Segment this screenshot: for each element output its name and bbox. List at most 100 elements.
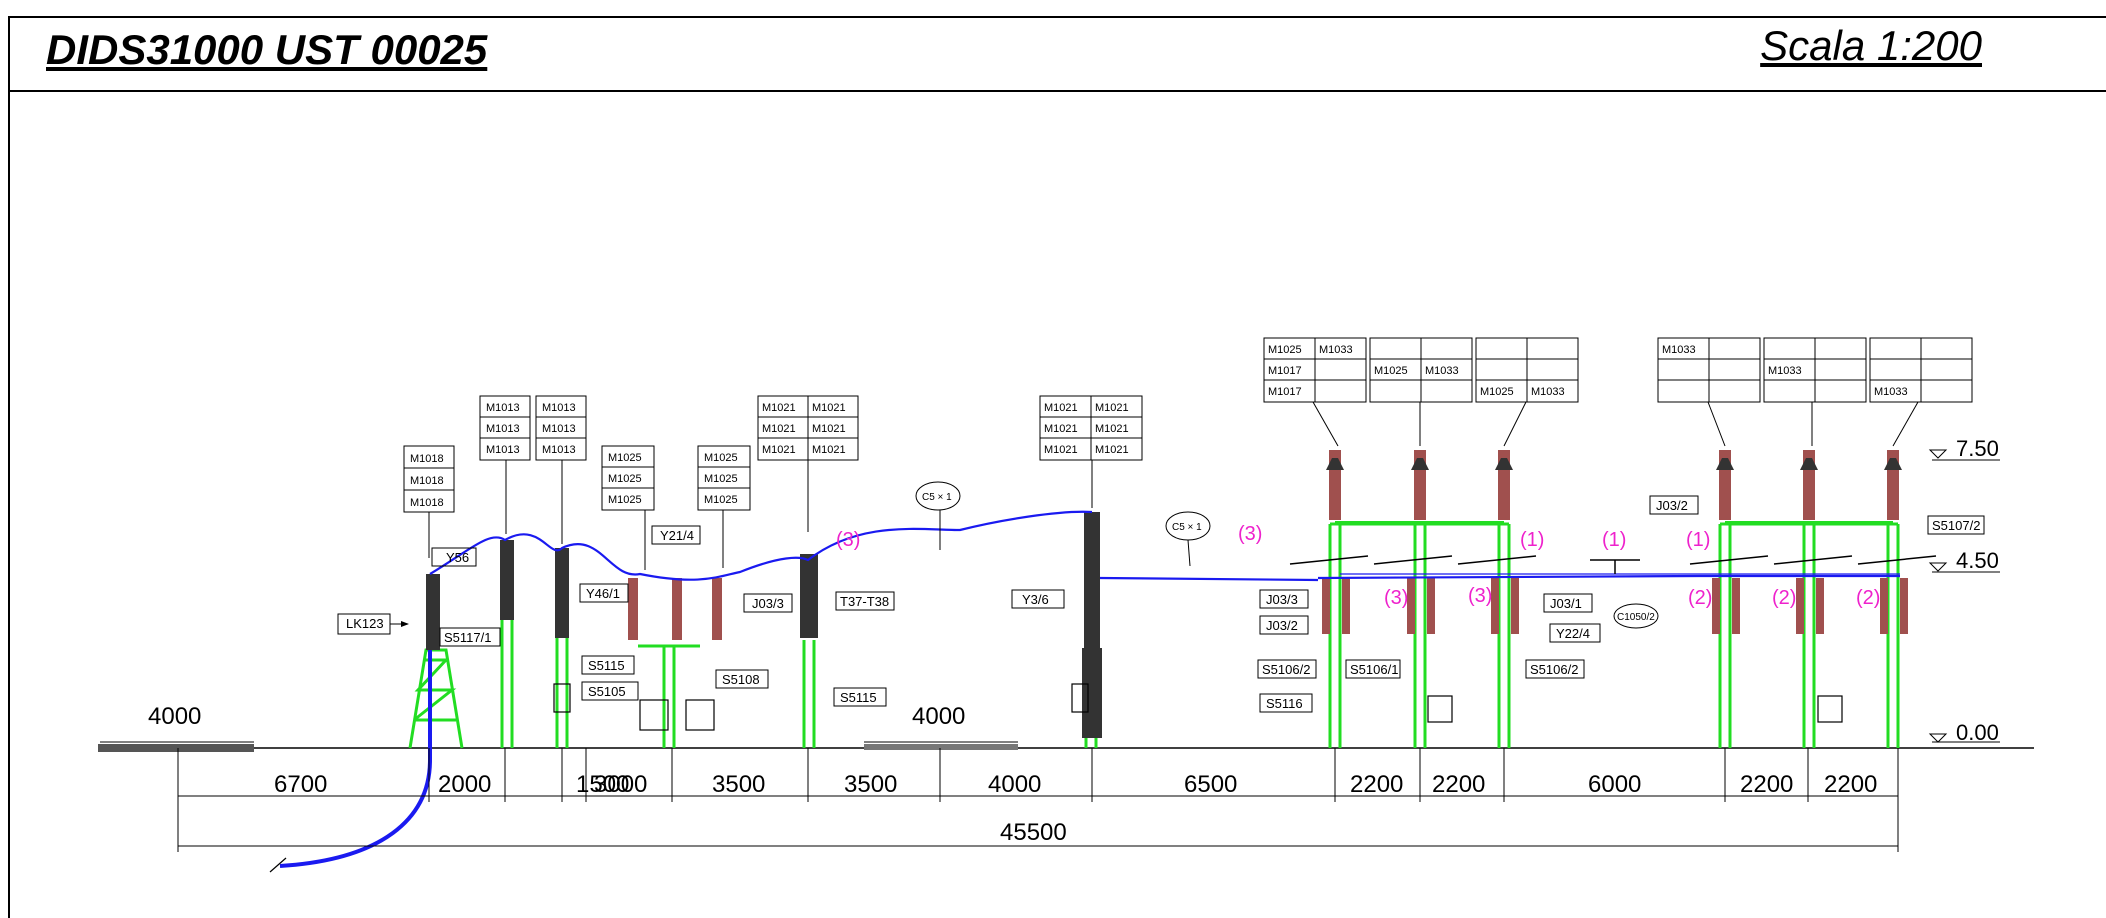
table3-cell-2: M1013: [542, 423, 576, 435]
label-s5106-2-b: S5106/2: [1530, 662, 1578, 677]
ground-pad-mid: [864, 744, 1018, 750]
label-j03-3-b: J03/3: [1266, 592, 1298, 607]
table2-cell-3: M1013: [486, 444, 520, 456]
level-7-50: 7.50: [1956, 436, 1999, 461]
table3-cell-1: M1013: [542, 402, 576, 414]
upper-crossbar: [1335, 521, 1893, 525]
label-c5-a: C5 × 1: [922, 492, 952, 503]
table2-cell-2: M1013: [486, 423, 520, 435]
table5-cell-1: M1025: [704, 452, 738, 464]
dim-2200-c: 2200: [1740, 771, 1793, 798]
label-s5106-1: S5106/1: [1350, 662, 1398, 677]
dim-2000: 2000: [438, 771, 491, 798]
drawing-code-title: DIDS31000 UST 00025: [46, 26, 488, 73]
table3-cell-3: M1013: [542, 444, 576, 456]
label-j03-3-a: J03/3: [752, 596, 784, 611]
table4-cell-2: M1025: [608, 473, 642, 485]
label-s5117-1: S5117/1: [444, 630, 491, 645]
marker-3-b: (3): [1238, 523, 1262, 545]
dim-1500: 1500: [576, 771, 629, 798]
table4-cell-3: M1025: [608, 494, 642, 506]
marker-2-b: (2): [1772, 587, 1796, 609]
table-r2-cell-4: M1033: [1425, 365, 1459, 377]
level-4-50: 4.50: [1956, 548, 1999, 573]
table7b-cell-1: M1021: [1095, 402, 1129, 414]
equipment-columns: [426, 512, 1102, 738]
label-s5108: S5108: [722, 672, 760, 687]
label-y21-4: Y21/4: [660, 528, 694, 543]
table7b-cell-3: M1021: [1095, 444, 1129, 456]
label-s5116: S5116: [1266, 696, 1303, 711]
support-structures-right: [1328, 522, 1900, 748]
marker-3-a: (3): [836, 529, 860, 551]
tables-left: M1018 M1018 M1018 M1013 M1013 M1013 M101…: [403, 395, 1143, 513]
table7a-cell-1: M1021: [1044, 402, 1078, 414]
table-r1-cell-1: M1025: [1268, 344, 1302, 356]
table-r1-cell-3: M1017: [1268, 365, 1302, 377]
table-r2-cell-3: M1025: [1374, 365, 1408, 377]
marker-3-d: (3): [1468, 585, 1492, 607]
label-j03-1: J03/1: [1550, 596, 1582, 611]
switch-arms: [1289, 555, 1937, 574]
table-r1-cell-5: M1017: [1268, 386, 1302, 398]
table-r3-cell-5: M1025: [1480, 386, 1514, 398]
table7a-cell-3: M1021: [1044, 444, 1078, 456]
table6b-cell-1: M1021: [812, 402, 846, 414]
dim-2200-b: 2200: [1432, 771, 1485, 798]
tables-right: M1025 M1033 M1017 M1017 M1025 M1033 M102…: [1263, 337, 1973, 403]
table5-cell-3: M1025: [704, 494, 738, 506]
marker-2-c: (2): [1856, 587, 1880, 609]
scale-label: Scala 1:200: [1760, 22, 1982, 69]
label-j03-2-a: J03/2: [1266, 618, 1298, 633]
table6a-cell-3: M1021: [762, 444, 796, 456]
label-s5115-a: S5115: [588, 658, 625, 673]
label-c1050-2: C1050/2: [1617, 612, 1655, 623]
dim-6000: 6000: [1588, 771, 1641, 798]
table7b-cell-2: M1021: [1095, 423, 1129, 435]
frame-border-left: [8, 92, 10, 918]
table-r5-cell-3: M1033: [1768, 365, 1802, 377]
table-r1-cell-2: M1033: [1319, 344, 1353, 356]
ground-pad-left: [98, 744, 254, 752]
dim-2200-d: 2200: [1824, 771, 1877, 798]
dimension-lines: [100, 741, 1899, 852]
table-r4-cell-1: M1033: [1662, 344, 1696, 356]
label-y56: Y56: [446, 550, 469, 565]
table-r6-cell-5: M1033: [1874, 386, 1908, 398]
label-s5115-b: S5115: [840, 690, 877, 705]
cable-cut-mark: [269, 857, 287, 873]
label-y46-1: Y46/1: [586, 586, 620, 601]
label-y22-4: Y22/4: [1556, 626, 1590, 641]
label-s5105: S5105: [588, 684, 626, 699]
dim-3500-a: 3500: [712, 771, 765, 798]
table1-cell-1: M1018: [410, 453, 444, 465]
marker-2-a: (2): [1688, 587, 1712, 609]
level-marks: [1928, 449, 2000, 743]
table-pointers: [428, 401, 1919, 570]
table5-cell-2: M1025: [704, 473, 738, 485]
dim-4000: 4000: [988, 771, 1041, 798]
dim-6500: 6500: [1184, 771, 1237, 798]
dim-side-mid-4000: 4000: [912, 703, 965, 730]
label-c5-b: C5 × 1: [1172, 522, 1202, 533]
table2-cell-1: M1013: [486, 402, 520, 414]
table7a-cell-2: M1021: [1044, 423, 1078, 435]
label-s5107-2: S5107/2: [1932, 518, 1980, 533]
label-j03-2-b: J03/2: [1656, 498, 1688, 513]
marker-1-a: (1): [1520, 529, 1544, 551]
dim-3000: 3000: [594, 771, 647, 798]
marker-3-c: (3): [1384, 587, 1408, 609]
dim-total-45500: 45500: [1000, 819, 1067, 846]
table1-cell-3: M1018: [410, 497, 444, 509]
insulator-stacks: [628, 450, 1908, 640]
bushing-tops: [1326, 458, 1902, 470]
marker-1-c: (1): [1686, 529, 1710, 551]
table1-cell-2: M1018: [410, 475, 444, 487]
table-r3-cell-6: M1033: [1531, 386, 1565, 398]
equipment-boxes: [553, 683, 1843, 731]
label-y3-6: Y3/6: [1022, 592, 1049, 607]
marker-1-b: (1): [1602, 529, 1626, 551]
dim-2200-a: 2200: [1350, 771, 1403, 798]
